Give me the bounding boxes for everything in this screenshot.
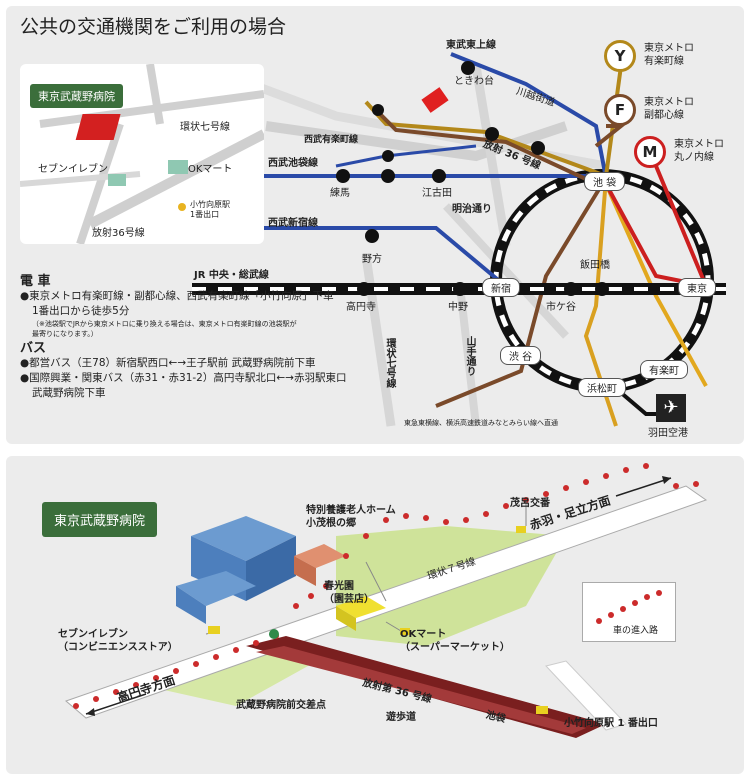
ichigaya-label: 市ケ谷 (546, 302, 576, 313)
shunkoen-label: 春光園 （園芸店） (324, 580, 374, 606)
inset-exit-b: 1番出口 (190, 210, 220, 219)
access-info: 電 車 ●東京メトロ有楽町線・副都心線、西武有楽町線「小竹向原」下車 1番出口か… (20, 272, 400, 401)
legend-f-icon: F (604, 94, 636, 126)
nursing-home-line1: 特別養護老人ホーム (306, 505, 396, 516)
direct-service-note: 東急東横線、横浜高速鉄道みなとみらい線へ直通 (404, 419, 558, 427)
nerima-label: 練馬 (330, 188, 350, 199)
iidabashi-label: 飯田橋 (580, 260, 610, 271)
nakano-label: 中野 (448, 302, 468, 313)
legend-y: Y 東京メトロ 有楽町線 (604, 40, 694, 72)
legend-f-line2: 副都心線 (644, 110, 684, 121)
shibuya-label: 渋 谷 (500, 346, 542, 365)
inset-exit-label: 小竹向原駅 1番出口 (190, 200, 230, 220)
ekoda-label: 江古田 (422, 188, 452, 199)
inset-roads (20, 64, 264, 244)
inset-hospital-label: 東京武蔵野病院 (30, 84, 123, 108)
access-map-panel: 公共の交通機関をご利用の場合 東京武蔵野病院 環状七号線 セブンイレブン OKマ… (6, 6, 744, 444)
legend-y-line2: 有楽町線 (644, 56, 684, 67)
tobu-tojo-label: 東武東上線 (446, 40, 496, 51)
ikebukuro-label: 池 袋 (584, 172, 626, 191)
legend-m-line1: 東京メトロ (674, 139, 724, 150)
legend-m: M 東京メトロ 丸ノ内線 (634, 136, 724, 168)
route-map (192, 52, 726, 427)
moro-koban-label: 茂呂交番 (510, 498, 550, 509)
jr-chuo-label: JR 中央・総武線 (194, 270, 269, 281)
tokyo-label: 東京 (678, 278, 716, 297)
legend-f-line1: 東京メトロ (644, 97, 694, 108)
meiji-label: 明治通り (452, 204, 492, 215)
yurakucho-station-label: 有楽町 (640, 360, 688, 379)
inset-okmart-label: OKマート (188, 164, 233, 175)
hospital-label: 東京武蔵野病院 (42, 502, 158, 537)
inset-seven-label: セブンイレブン (38, 164, 108, 175)
hamamatsucho-label: 浜松町 (578, 378, 626, 397)
nursing-home-line2: 小茂根の郷 (306, 518, 356, 529)
bus-heading: バス (20, 341, 47, 356)
legend-y-line1: 東京メトロ (644, 43, 694, 54)
bus-line-3: 武蔵野病院下車 (32, 387, 106, 399)
bus-line-1: ●都営バス（王78）新宿駅西口←→王子駅前 武蔵野病院前下車 (20, 357, 316, 369)
okmart-line2: （スーパーマーケット） (400, 642, 510, 653)
train-heading: 電 車 (20, 274, 51, 289)
legend-f: F 東京メトロ 副都心線 (604, 94, 694, 126)
airplane-icon: ✈ (656, 394, 686, 422)
page-title: 公共の交通機関をご利用の場合 (20, 16, 287, 38)
route-legend-dots (596, 590, 662, 624)
local-map (65, 463, 708, 738)
seven-eleven-line1: セブンイレブン (58, 629, 128, 640)
train-note-1: （※池袋駅でJRから東京メトロに乗り換える場合は、東京メトロ有楽町線の池袋駅が (32, 320, 297, 328)
yamate-vertical-label: 山手通り (464, 336, 475, 376)
shunkoen-line1: 春光園 (324, 581, 354, 592)
seibu-ikebukuro-label: 西武池袋線 (268, 158, 318, 169)
shunkoen-line2: （園芸店） (324, 594, 374, 605)
inset-ring7-label: 環状七号線 (180, 122, 230, 133)
okmart-label: OKマート （スーパーマーケット） (400, 628, 510, 654)
route-legend: 車の進入路 (582, 582, 676, 642)
train-line-1: ●東京メトロ有楽町線・副都心線、西武有楽町線「小竹向原」下車 (20, 290, 334, 302)
crossing-label: 武蔵野病院前交差点 (236, 700, 326, 711)
tokiwadai-label: ときわ台 (454, 76, 494, 87)
koenji-label: 高円寺 (346, 302, 376, 313)
seibu-yurakucho-label: 西武有楽町線 (304, 135, 359, 145)
seven-eleven-label: セブンイレブン （コンビニエンスストア） (58, 628, 178, 654)
okmart-line1: OKマート (400, 629, 447, 640)
station-exit-label: 小竹向原駅 1 番出口 (564, 718, 658, 729)
inset-exit-a: 小竹向原駅 (190, 200, 230, 209)
seibu-shinjuku-label: 西武新宿線 (268, 218, 318, 229)
train-line-2: 1番出口から徒歩5分 (32, 305, 130, 317)
train-note-2: 最寄りになります。） (32, 330, 98, 338)
kanjo7-vertical-label: 環状七号線 (384, 338, 395, 388)
seven-eleven-line2: （コンビニエンスストア） (58, 642, 178, 653)
nogata-label: 野方 (362, 254, 382, 265)
route-legend-label: 車の進入路 (613, 626, 659, 636)
inset-map: 東京武蔵野病院 環状七号線 セブンイレブン OKマート 放射36号線 小竹向原駅… (20, 64, 264, 244)
inset-housha-label: 放射36号線 (92, 228, 145, 239)
legend-m-line2: 丸ノ内線 (674, 152, 714, 163)
shinjuku-label: 新宿 (482, 278, 520, 297)
legend-y-icon: Y (604, 40, 636, 72)
haneda-label: 羽田空港 (648, 428, 688, 439)
sidewalk-label: 遊歩道 (386, 712, 416, 723)
nursing-home-label: 特別養護老人ホーム 小茂根の郷 (306, 504, 396, 530)
legend-m-icon: M (634, 136, 666, 168)
local-map-panel: 東京武蔵野病院 特別養護老人ホーム 小茂根の郷 春光園 （園芸店） OKマート … (6, 456, 744, 774)
bus-line-2: ●国際興業・関東バス（赤31・赤31-2）高円寺駅北口←→赤羽駅東口 (20, 372, 347, 384)
